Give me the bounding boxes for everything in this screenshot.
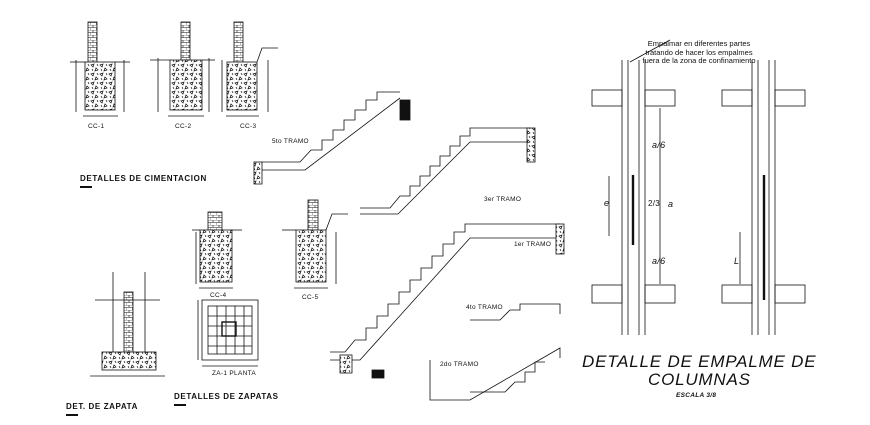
stair-flight-upper [253, 91, 411, 185]
splice-scale: ESCALA 3/8 [676, 392, 717, 399]
stair-label-1er: 1er TRAMO [514, 241, 552, 248]
splice-dim-a6-top: a/6 [652, 140, 666, 150]
section-label-cc3: CC-3 [240, 123, 257, 130]
foundation-section-cc3 [221, 21, 278, 117]
footing-detail-title: DET. DE ZAPATA [66, 402, 138, 411]
stair-flight-middle [360, 127, 536, 215]
footing-plan-za1 [197, 299, 259, 367]
section-label-cc1: CC-1 [88, 123, 105, 130]
stair-flight-lower [330, 223, 565, 401]
footing-group-underline [174, 404, 186, 406]
footing-detail [90, 272, 165, 377]
footing-plan-label: ZA-1 PLANTA [212, 370, 256, 377]
foundation-section-cc4 [192, 211, 242, 289]
splice-note: Empalmar en diferentes partes tratando d… [642, 39, 756, 66]
foundation-section-cc5 [282, 199, 348, 289]
splice-dim-a: a [668, 199, 674, 209]
splice-dim-e: e [604, 198, 610, 208]
stair-label-2do: 2do TRAMO [440, 361, 479, 368]
footing-title-underline [66, 414, 78, 416]
foundation-section-cc1 [70, 21, 130, 117]
stair-label-5to: 5to TRAMO [272, 138, 309, 145]
footing-details-title: DETALLES DE ZAPATAS [174, 392, 279, 401]
stair-label-3er: 3er TRAMO [484, 196, 522, 203]
splice-dim-two-thirds: 2/3 [648, 199, 661, 208]
stair-label-4to: 4to TRAMO [466, 304, 503, 311]
section-label-cc4: CC-4 [210, 292, 227, 299]
foundation-details-title: DETALLES DE CIMENTACION [80, 174, 207, 183]
foundation-section-cc2 [150, 21, 215, 117]
section-label-cc2: CC-2 [175, 123, 192, 130]
column-splice-detail [591, 39, 806, 335]
foundation-title-underline [80, 186, 92, 188]
splice-dim-a6-bottom: a/6 [652, 256, 666, 266]
section-label-cc5: CC-5 [302, 294, 319, 301]
splice-dim-l: L [734, 256, 740, 266]
splice-title-line1: DETALLE DE EMPALME DE [582, 352, 817, 371]
splice-title-line2: COLUMNAS [648, 370, 751, 389]
